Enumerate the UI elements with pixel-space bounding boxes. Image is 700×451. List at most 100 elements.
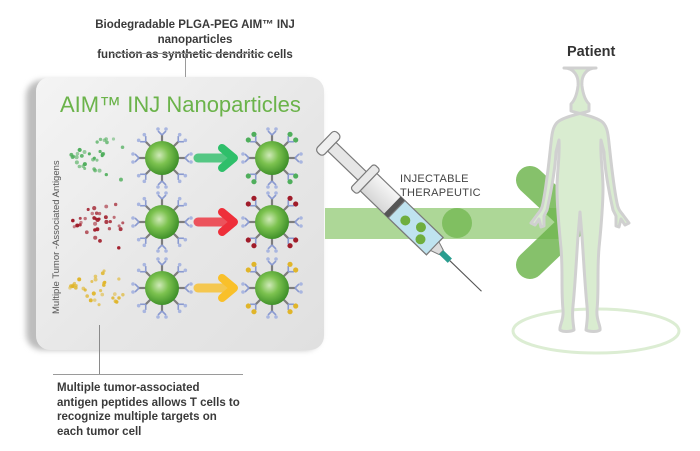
antigen-dot: [74, 160, 79, 165]
bound-antigen: [245, 201, 251, 207]
antigen-dot: [92, 298, 97, 302]
bound-antigen: [245, 237, 251, 243]
bottom-caption: Multiple tumor-associated antigen peptid…: [57, 381, 257, 439]
antigen-dot: [77, 148, 81, 152]
antigen-dot: [100, 292, 105, 297]
antigen-dot: [112, 292, 117, 296]
antigen-dot: [88, 298, 93, 303]
antigen-dot: [121, 221, 125, 225]
bound-antigen: [293, 303, 299, 309]
antigen-dot: [87, 152, 91, 156]
patient-label: Patient: [567, 44, 616, 60]
antigen-dot: [93, 277, 98, 282]
antigen-dot: [111, 137, 116, 141]
bound-antigen: [251, 309, 257, 315]
antigen-dot: [95, 227, 100, 232]
antigen-dot: [71, 218, 75, 223]
antigen-dot: [83, 216, 87, 221]
bound-antigen: [245, 267, 251, 273]
nanoparticle-core: [145, 271, 179, 305]
nanoparticle-core: [255, 205, 289, 239]
antigen-dot: [93, 221, 98, 226]
antigen-dot: [78, 223, 82, 227]
bound-antigen: [251, 179, 257, 185]
antigen-cloud-yellow: [68, 269, 125, 307]
bound-antigen: [293, 237, 299, 243]
antigen-dot: [97, 168, 102, 173]
inject-label-line-2: THERAPEUTIC: [400, 187, 481, 199]
antigen-dot: [100, 154, 104, 158]
antigen-dot: [100, 271, 105, 276]
antigen-dot: [74, 155, 79, 160]
antigen-dot: [73, 285, 78, 290]
bottom-caption-line-2: antigen peptides allows T cells to: [57, 396, 240, 409]
antigen-dot: [94, 211, 99, 215]
bound-antigen: [293, 267, 299, 273]
bound-antigen: [287, 131, 293, 137]
antigen-dot: [102, 280, 107, 285]
antigen-cloud-red: [71, 202, 125, 250]
antigen-dot: [75, 223, 80, 228]
antigen-dot: [117, 246, 121, 250]
nanoparticle-core: [255, 141, 289, 175]
antigen-dot: [97, 303, 101, 307]
patient-figure: [511, 66, 681, 355]
nanoparticle-loaded-red: [241, 191, 303, 253]
antigen-dot: [104, 172, 108, 177]
antigen-dot: [95, 217, 100, 223]
bound-antigen: [293, 201, 299, 207]
antigen-dot: [90, 211, 95, 216]
antigen-dot: [117, 224, 121, 228]
nanoparticle-core: [145, 141, 179, 175]
antigen-dot: [72, 225, 76, 229]
bottom-caption-line-3: recognize multiple targets on: [57, 411, 217, 423]
antigen-dot: [111, 296, 115, 300]
bound-antigen: [287, 195, 293, 201]
antigen-dot: [78, 216, 82, 220]
antigen-dot: [108, 219, 112, 224]
bound-antigen: [287, 179, 293, 185]
bound-antigen: [251, 243, 257, 249]
antigen-dot: [103, 215, 108, 220]
nanoparticle-unloaded: [131, 127, 193, 189]
inject-label-line-1: INJECTABLE: [400, 173, 469, 185]
antigen-dot: [97, 211, 102, 216]
antigen-dot: [95, 140, 99, 144]
antigen-dot: [99, 289, 103, 293]
band-dot: [442, 208, 472, 238]
nanoparticle-loaded-yellow: [241, 257, 303, 319]
antigen-dot: [93, 274, 98, 279]
antigen-dot: [119, 177, 123, 182]
syringe-particle: [415, 222, 426, 233]
antigen-dot: [77, 164, 82, 169]
antigen-dot: [90, 279, 94, 283]
bound-antigen: [293, 173, 299, 179]
panel-title: AIM™ INJ Nanoparticles: [60, 92, 301, 117]
callout-line: [185, 53, 186, 77]
antigen-dot: [75, 151, 80, 156]
antigen-dot: [93, 235, 98, 240]
nanoparticle-loaded-green: [241, 127, 303, 189]
antigen-dot: [118, 227, 123, 232]
bound-antigen: [251, 131, 257, 137]
antigen-dot: [91, 291, 96, 296]
antigen-dot: [95, 158, 99, 162]
antigen-dot: [77, 277, 82, 282]
antigen-dot: [107, 227, 112, 231]
antigen-dot: [91, 157, 95, 162]
nanoparticle-rows: [68, 127, 303, 319]
antigen-dot: [82, 162, 87, 167]
syringe-particle: [415, 234, 426, 245]
syringe-particle: [400, 215, 411, 226]
antigen-dot: [86, 207, 90, 212]
antigen-dot: [84, 230, 89, 235]
antigen-dot: [112, 215, 116, 219]
antigen-cloud-green: [69, 137, 125, 182]
bound-antigen: [245, 173, 251, 179]
syringe-icon: [316, 130, 482, 292]
bound-antigen: [287, 309, 293, 315]
antigen-dot: [81, 286, 86, 291]
bound-antigen: [293, 137, 299, 143]
antigen-dot: [92, 206, 97, 211]
